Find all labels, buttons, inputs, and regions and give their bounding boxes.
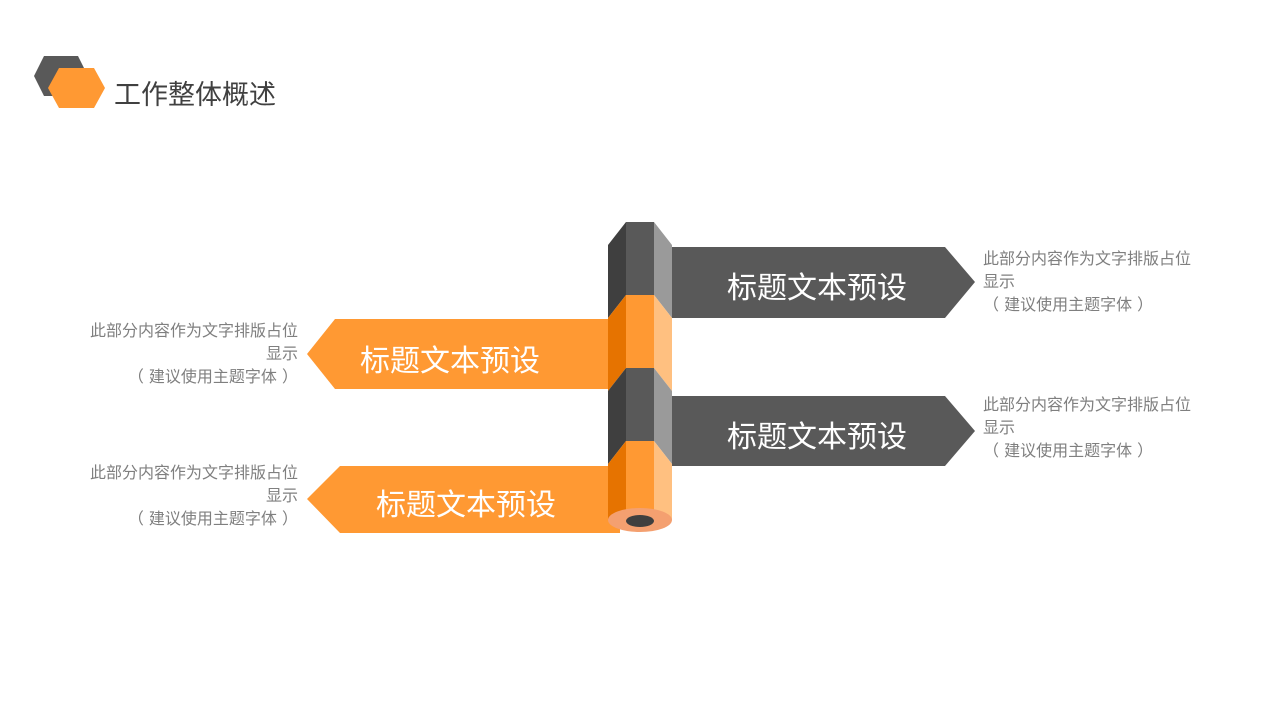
item-description: 此部分内容作为文字排版占位显示 （ 建议使用主题字体 ）	[78, 319, 298, 388]
item-description: 此部分内容作为文字排版占位显示 （ 建议使用主题字体 ）	[983, 393, 1203, 462]
banner-right-1	[672, 247, 975, 318]
page-title: 工作整体概述	[114, 80, 276, 111]
banner-left-2	[307, 466, 620, 533]
item-description: 此部分内容作为文字排版占位显示 （ 建议使用主题字体 ）	[78, 461, 298, 530]
desc-note: （ 建议使用主题字体 ）	[983, 441, 1154, 460]
desc-line: 此部分内容作为文字排版占位显示	[89, 463, 298, 505]
desc-line: 此部分内容作为文字排版占位显示	[983, 395, 1192, 437]
item-heading: 标题文本预设	[376, 488, 556, 523]
item-heading: 标题文本预设	[360, 344, 540, 379]
banner-left-1	[307, 319, 608, 389]
item-description: 此部分内容作为文字排版占位显示 （ 建议使用主题字体 ）	[983, 247, 1203, 316]
desc-note: （ 建议使用主题字体 ）	[127, 367, 298, 386]
desc-note: （ 建议使用主题字体 ）	[983, 295, 1154, 314]
desc-note: （ 建议使用主题字体 ）	[127, 509, 298, 528]
item-heading: 标题文本预设	[727, 271, 907, 306]
pencil-pillar	[608, 222, 672, 532]
logo-hexagon-orange	[48, 68, 105, 108]
desc-line: 此部分内容作为文字排版占位显示	[89, 321, 298, 363]
item-heading: 标题文本预设	[727, 420, 907, 455]
banner-right-2	[672, 396, 975, 466]
desc-line: 此部分内容作为文字排版占位显示	[983, 249, 1192, 291]
